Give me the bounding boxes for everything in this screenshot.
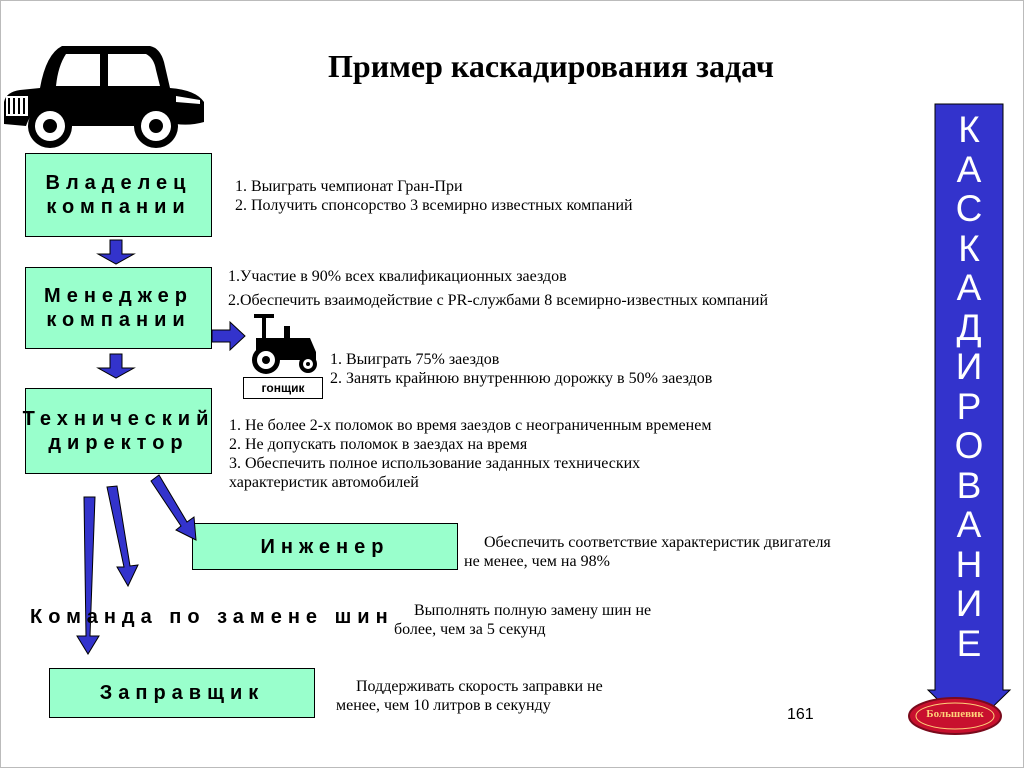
page-number: 161 <box>787 706 814 723</box>
tire-team-label: Команда по замене шин <box>30 606 394 628</box>
cascade-letter: Н <box>955 543 983 585</box>
racer-goals: 1. Выиграть 75% заездов 2. Занять крайню… <box>330 350 712 388</box>
cascade-letter: А <box>956 267 982 308</box>
tire-team-goals: Выполнять полную замену шин не более, че… <box>394 601 651 639</box>
goal-item: 1. Выиграть чемпионат Гран-При <box>235 178 463 195</box>
goal-item: менее, чем 10 литров в секунду <box>336 697 551 714</box>
manager-box-line-1: Менеджер <box>44 285 193 307</box>
goal-item: 2. Получить спонсорство 3 всемирно извес… <box>235 197 633 214</box>
owner-goals: 1. Выиграть чемпионат Гран-При 2. Получи… <box>235 177 633 215</box>
cascade-letter: И <box>955 346 983 387</box>
owner-box: Владелец компании <box>25 153 212 237</box>
engineer-box: Инженер <box>192 523 458 570</box>
manager-box: Менеджер компании <box>25 267 212 349</box>
cascade-letter: О <box>954 425 984 466</box>
goal-item: 3. Обеспечить полное использование задан… <box>229 455 641 472</box>
cascade-letter: К <box>958 109 980 150</box>
cascade-letter: А <box>956 504 982 545</box>
tech-director-box: Технический директор <box>22 388 215 474</box>
tech-director-box-line-1: Технический <box>22 408 215 430</box>
engineer-box-label: Инженер <box>260 535 390 558</box>
tech-director-goals: 1. Не более 2-х поломок во время заездов… <box>229 416 711 492</box>
goal-item: 1.Участие в 90% всех квалификационных за… <box>228 268 567 285</box>
goal-item: не менее, чем на 98% <box>464 553 610 570</box>
goal-item: более, чем за 5 секунд <box>394 621 546 638</box>
engineer-goals: Обеспечить соответствие характеристик дв… <box>464 533 831 571</box>
owner-box-line-1: Владелец <box>45 172 192 194</box>
goal-item: Выполнять полную замену шин не <box>414 602 652 619</box>
manager-goals: 1.Участие в 90% всех квалификационных за… <box>228 265 768 313</box>
cascade-letter: В <box>956 464 982 506</box>
goal-item: 2. Не допускать поломок в заездах на вре… <box>229 436 528 453</box>
cascade-text: К А С К А Д И Р О В А Н И Е <box>935 110 1003 663</box>
owner-box-line-2: компании <box>46 196 191 218</box>
goal-item: 1. Выиграть 75% заездов <box>330 351 500 368</box>
cascade-letter: К <box>958 227 980 269</box>
goal-item: характеристик автомобилей <box>229 474 419 491</box>
manager-box-line-2: компании <box>46 309 191 331</box>
refueler-box: Заправщик <box>49 668 315 718</box>
goal-item: Поддерживать скорость заправки не <box>356 678 603 695</box>
cascade-letter: С <box>955 188 983 229</box>
logo-text: Большевик <box>926 708 984 720</box>
goal-item: 2.Обеспечить взаимодействие с PR-службам… <box>228 292 769 309</box>
cascade-letter: Е <box>956 622 982 664</box>
racer-label: гонщик <box>243 377 323 399</box>
cascade-letter: Р <box>956 385 982 427</box>
tech-director-box-line-2: директор <box>48 432 189 454</box>
refueler-box-label: Заправщик <box>99 682 265 704</box>
goal-item: 1. Не более 2-х поломок во время заездов… <box>229 417 712 434</box>
tractor-icon <box>252 314 317 374</box>
goal-item: Обеспечить соответствие характеристик дв… <box>484 534 831 551</box>
cascade-letter: А <box>956 148 982 190</box>
goal-item: 2. Занять крайнюю внутреннюю дорожку в 5… <box>330 370 713 387</box>
cascade-letter: Д <box>956 306 982 348</box>
refueler-goals: Поддерживать скорость заправки не менее,… <box>336 677 603 715</box>
slide-title: Пример каскадирования задач <box>328 48 774 84</box>
cascade-letter: И <box>955 583 983 624</box>
vintage-car-icon <box>4 46 204 148</box>
